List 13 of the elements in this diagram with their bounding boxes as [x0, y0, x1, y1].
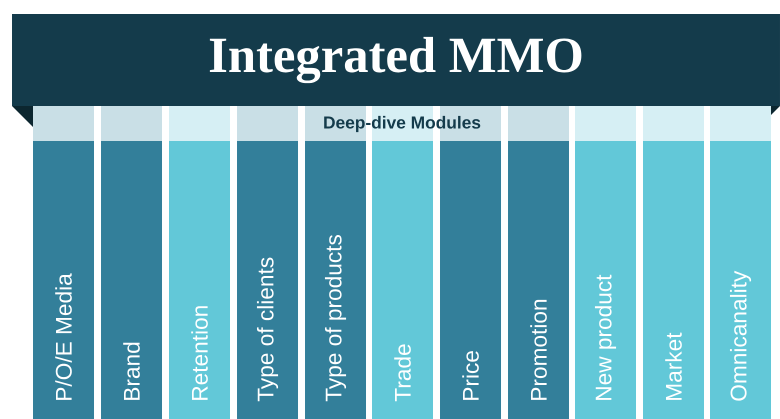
- title-banner: Integrated MMO: [12, 14, 780, 106]
- module-column: Promotion: [508, 141, 569, 419]
- module-column: Type of products: [305, 141, 366, 419]
- module-column: Price: [440, 141, 501, 419]
- section-heading: Deep-dive Modules: [324, 116, 480, 132]
- module-column: New product: [575, 141, 636, 419]
- module-column: Market: [643, 141, 704, 419]
- module-column: P/O/E Media: [33, 141, 94, 419]
- module-column: Omnicanality: [710, 141, 771, 419]
- module-column: Brand: [101, 141, 162, 419]
- module-column: Type of clients: [237, 141, 298, 419]
- module-column: Trade: [372, 141, 433, 419]
- module-column: Retention: [169, 141, 230, 419]
